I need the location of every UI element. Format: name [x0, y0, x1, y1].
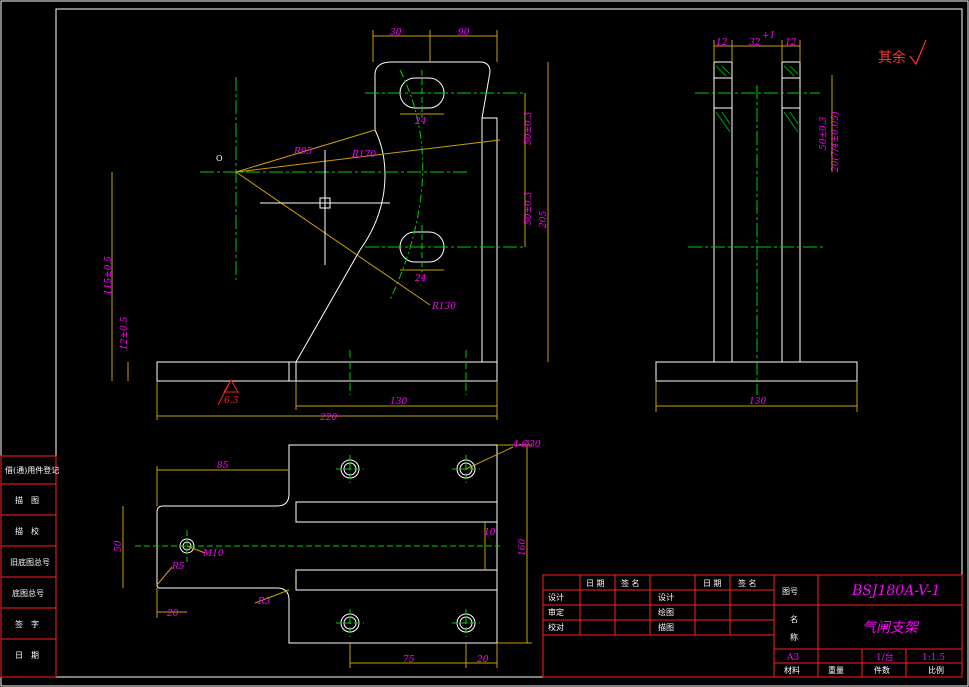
tb-part-name: 气闸支架 — [862, 620, 920, 636]
tb-hdr-date: 日 期 — [586, 579, 605, 588]
strip-row-6: 日 期 — [15, 651, 39, 660]
tb-hdr-sign2: 签 名 — [738, 578, 757, 588]
dim-slot-24a: 24 — [414, 117, 427, 127]
dim-plan-20a: 20 — [166, 609, 179, 619]
surface-finish-note: 其余 — [878, 49, 906, 66]
tb-row3-left: 校对 — [548, 622, 564, 632]
tb-drawing-no-label: 图号 — [782, 587, 798, 596]
left-registration-strip: 借(通)用件登记 描 图 描 校 旧底图总号 底图总号 签 字 日 期 — [0, 455, 59, 678]
title-block — [542, 574, 963, 678]
dim-r130: R130 — [431, 302, 456, 312]
tb-sheet-size: A3 — [786, 653, 799, 663]
dim-plan-160: 160 — [518, 539, 528, 556]
strip-row-0: 借(通)用件登记 — [5, 465, 59, 475]
tb-foot-weight: 重量 — [828, 665, 844, 675]
strip-row-5: 签 字 — [15, 619, 39, 629]
dim-side-130: 130 — [749, 397, 766, 407]
dim-plan-20b: 20 — [476, 655, 489, 665]
dim-plan-10: 10 — [484, 528, 496, 538]
plan-outline — [156, 444, 498, 644]
dim-r95: R95 — [293, 147, 313, 157]
tb-row2-left: 审定 — [548, 607, 564, 617]
tb-name-label-2: 称 — [790, 632, 798, 642]
dim-plan-r5: R5 — [171, 562, 185, 572]
tb-hdr-sign: 签 名 — [621, 578, 640, 588]
dim-r170: R170 — [351, 150, 376, 160]
dim-top-30: 30 — [390, 28, 402, 38]
strip-row-1: 描 图 — [15, 495, 39, 505]
bracket-profile — [295, 61, 491, 363]
strip-row-4: 底图总号 — [12, 588, 44, 598]
tb-foot-ratio: 比例 — [928, 665, 944, 675]
dim-side-12b: 12 — [785, 38, 797, 48]
side-view: 12 32 +1 12 50±0.3 20(7/4±0.05) 130 — [655, 31, 858, 412]
dim-side-32: 32 — [749, 38, 761, 48]
dim-side-tol-b: 20(7/4±0.05) — [830, 111, 841, 173]
dim-side-12a: 12 — [716, 38, 728, 48]
dim-plan-50: 50 — [114, 540, 124, 552]
dim-top-90: 90 — [458, 28, 470, 38]
dim-plan-holes: 4-Ø30 — [512, 439, 541, 450]
tb-drawing-no: BSJ180A-V-1 — [851, 583, 941, 599]
dim-50-mid: 50±0.3 — [524, 191, 534, 225]
tb-scale: 1:1.5 — [922, 653, 945, 663]
tb-row3-mid: 描图 — [658, 622, 674, 632]
dim-115: 115±0.5 — [104, 256, 114, 295]
dim-side-tol-a: 50±0.3 — [819, 116, 829, 150]
dim-205: 205 — [539, 211, 549, 229]
strip-row-2: 描 校 — [15, 526, 39, 536]
roughness-check-icon — [909, 39, 927, 66]
center-o-label: O — [216, 154, 223, 163]
front-view: 30 90 24 24 R95 R170 R130 50±0.3 50±0.3 … — [104, 28, 549, 423]
tb-hdr-date2: 日 期 — [703, 579, 722, 588]
dim-plan-r3: R3 — [257, 597, 271, 607]
tb-foot-pieces: 件数 — [874, 665, 890, 675]
dim-50-top: 50±0.3 — [524, 111, 534, 145]
tb-foot-material: 材料 — [784, 665, 800, 675]
tb-row1-mid: 设计 — [658, 592, 674, 602]
dim-220: 220 — [319, 413, 337, 423]
title-block-text: 日 期 签 名 日 期 签 名 设计 审定 校对 设计 绘图 描图 图号 BSJ… — [548, 578, 945, 675]
dim-slot-24b: 24 — [414, 274, 427, 284]
tb-row2-mid: 绘图 — [658, 607, 674, 617]
base-plate — [156, 361, 498, 382]
plan-view: 4-Ø30 85 50 160 10 M10 R5 R3 20 75 20 — [114, 439, 541, 668]
dim-side-32-tol: +1 — [762, 31, 775, 41]
roughness-symbol-icon — [217, 379, 239, 406]
dim-plan-m10: M10 — [202, 549, 224, 559]
dim-plan-75: 75 — [403, 655, 415, 665]
tb-row1-left: 设计 — [548, 592, 564, 602]
dim-plan-85: 85 — [217, 461, 229, 471]
dim-12: 12±0.5 — [120, 316, 130, 350]
roughness-value: 6.3 — [224, 396, 239, 406]
inner-border — [55, 8, 963, 678]
dim-130-front: 130 — [390, 397, 407, 407]
tb-quantity: 1/台 — [876, 651, 894, 663]
strip-row-3: 旧底图总号 — [10, 557, 50, 567]
tb-name-label-1: 名 — [790, 614, 798, 624]
